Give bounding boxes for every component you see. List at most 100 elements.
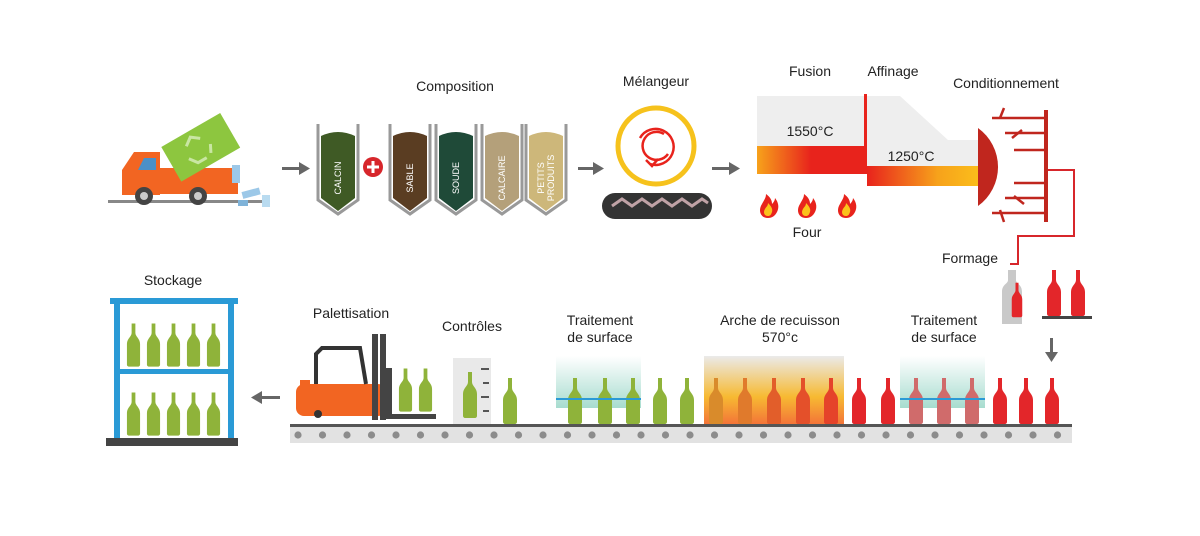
flame-icon xyxy=(760,194,857,218)
roller xyxy=(833,431,841,439)
bottle xyxy=(653,378,667,424)
hopper-label: SABLE xyxy=(405,163,415,192)
arche-line2: 570°c xyxy=(762,329,798,345)
hopper-2: SABLE xyxy=(388,124,432,216)
roller xyxy=(882,431,890,439)
treatment-lines xyxy=(556,398,985,400)
roller xyxy=(686,431,694,439)
hopper-label: PRODUITS xyxy=(546,155,556,202)
traitement-1-line1: Traitement xyxy=(566,312,634,328)
label-traitement-2: Traitement de surface xyxy=(911,312,977,346)
roller xyxy=(441,431,449,439)
label-traitement-1: Traitement de surface xyxy=(567,312,633,346)
roller xyxy=(980,431,988,439)
hopper-label: PETITS xyxy=(536,162,546,194)
traitement-2-line1: Traitement xyxy=(910,312,978,328)
roller xyxy=(759,431,768,439)
label-four: Four xyxy=(792,224,822,240)
bottle xyxy=(881,378,895,424)
roller xyxy=(1053,431,1062,439)
label-temp-affinage: 1250°C xyxy=(887,148,935,164)
label-controles: Contrôles xyxy=(442,318,502,334)
label-melangeur: Mélangeur xyxy=(622,73,690,89)
label-palettisation: Palettisation xyxy=(312,305,390,321)
roller xyxy=(637,431,645,439)
hopper-3: SOUDE xyxy=(434,124,478,216)
bottle xyxy=(503,378,517,424)
label-fusion: Fusion xyxy=(788,63,832,79)
shelf-bottle xyxy=(146,323,161,367)
roller xyxy=(735,431,743,439)
roller xyxy=(343,431,351,439)
roller xyxy=(539,431,547,439)
hopper-label: SOUDE xyxy=(451,162,461,194)
roller xyxy=(931,431,939,439)
hopper-label: CALCIN xyxy=(333,161,343,194)
label-conditionnement: Conditionnement xyxy=(953,75,1059,91)
flame-icon xyxy=(838,194,857,218)
traitement-1-line2: de surface xyxy=(567,329,633,345)
roller xyxy=(392,431,400,439)
bottle xyxy=(993,378,1007,424)
roller xyxy=(588,431,596,439)
arrow-3 xyxy=(712,162,740,175)
bottle xyxy=(680,378,694,424)
arrow-down xyxy=(1045,338,1058,362)
label-formage: Formage xyxy=(941,250,999,266)
roller xyxy=(367,431,376,439)
roller xyxy=(955,431,964,439)
flame-icon xyxy=(798,194,817,218)
hopper-4: CALCAIRE xyxy=(480,124,524,216)
shelf-bottle xyxy=(166,323,181,367)
roller xyxy=(784,431,792,439)
flame-icon xyxy=(760,194,779,218)
roller xyxy=(1004,431,1013,439)
label-affinage: Affinage xyxy=(867,63,919,79)
forming-station xyxy=(1002,270,1092,324)
arche-line1: Arche de recuisson xyxy=(720,312,840,328)
label-composition: Composition xyxy=(416,78,494,94)
roller xyxy=(563,431,572,439)
roller xyxy=(808,431,817,439)
label-temp-fusion: 1550°C xyxy=(786,123,834,139)
shelf-bottle xyxy=(126,323,141,367)
roller xyxy=(490,431,498,439)
roller xyxy=(612,431,621,439)
forklift-icon xyxy=(296,334,436,420)
label-stockage: Stockage xyxy=(143,272,203,288)
hopper-label: CALCAIRE xyxy=(497,155,507,200)
shelf-bottle xyxy=(166,392,181,436)
roller xyxy=(710,431,719,439)
shelf-bottle xyxy=(186,323,201,367)
shelf-icon xyxy=(106,298,238,446)
shelf-bottle xyxy=(126,392,141,436)
shelf-bottle xyxy=(206,392,221,436)
furnace xyxy=(757,94,1075,265)
roller xyxy=(661,431,670,439)
bottle xyxy=(852,378,866,424)
ruler-icon xyxy=(453,358,491,424)
bottle xyxy=(1045,378,1059,424)
plus-icon xyxy=(363,157,383,177)
roller xyxy=(906,431,915,439)
roller xyxy=(416,431,425,439)
bottle xyxy=(1019,378,1033,424)
roller xyxy=(1029,431,1037,439)
traitement-2-line2: de surface xyxy=(911,329,977,345)
arrow-1 xyxy=(282,162,310,175)
roller xyxy=(294,431,302,439)
roller xyxy=(465,431,474,439)
recycle-truck-icon xyxy=(108,112,270,207)
roller xyxy=(318,431,327,439)
shelf-bottle xyxy=(146,392,161,436)
arrow-left xyxy=(251,391,280,404)
arrow-2 xyxy=(578,162,604,175)
shelf-bottle xyxy=(186,392,201,436)
mixer-icon xyxy=(602,105,712,219)
roller xyxy=(857,431,866,439)
roller xyxy=(514,431,523,439)
shelf-bottle xyxy=(206,323,221,367)
